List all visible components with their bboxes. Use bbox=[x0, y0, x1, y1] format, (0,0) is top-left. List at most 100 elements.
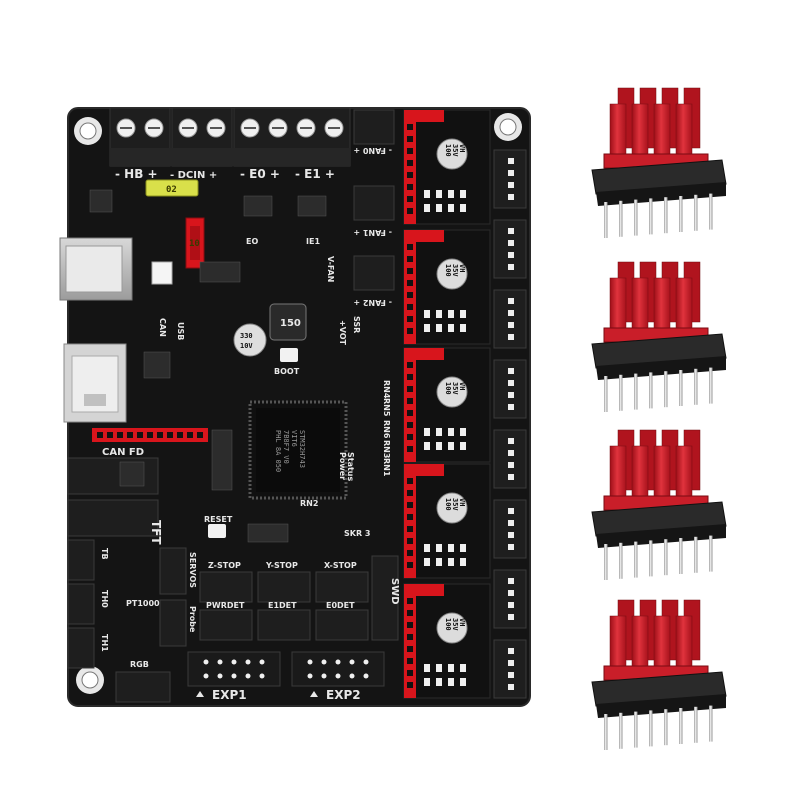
rn6-label: RN6 bbox=[382, 420, 391, 439]
fuse-small-value: 10 bbox=[189, 239, 200, 249]
tb-label: TB bbox=[100, 548, 109, 560]
motor-pin bbox=[508, 450, 514, 456]
driver-pin bbox=[664, 197, 668, 234]
driver-pin bbox=[619, 542, 623, 579]
driver-cap-text: 100 bbox=[444, 498, 452, 511]
driver-pin bbox=[424, 544, 430, 552]
driver-pin bbox=[424, 310, 430, 318]
driver-pin bbox=[634, 711, 638, 748]
driver-pin bbox=[424, 190, 430, 198]
driver-pin bbox=[709, 705, 713, 742]
fuse-value: 02 bbox=[166, 185, 177, 195]
driver-pin bbox=[694, 706, 698, 743]
main-cap-voltage: 10V bbox=[240, 342, 253, 350]
fan0-connector bbox=[353, 109, 395, 145]
ssr-silk: SSR bbox=[352, 316, 361, 333]
motor-pin bbox=[508, 602, 514, 608]
driver-header bbox=[596, 356, 726, 380]
motor-pin bbox=[508, 508, 514, 514]
driver-pin bbox=[679, 196, 683, 232]
driver-cap-text: VH bbox=[458, 618, 466, 626]
driver-pin bbox=[448, 204, 454, 212]
motor-pin bbox=[508, 684, 514, 690]
stop-connectors bbox=[199, 571, 369, 641]
driver-pin bbox=[460, 190, 466, 198]
driver-header bbox=[596, 182, 726, 206]
stepper-driver bbox=[591, 87, 727, 238]
driver-pin bbox=[709, 193, 713, 230]
status-silk: Status bbox=[346, 452, 355, 482]
driver-pin bbox=[664, 709, 668, 746]
motor-pin bbox=[508, 158, 514, 164]
stepper-driver bbox=[591, 429, 727, 580]
driver-pin bbox=[619, 200, 623, 237]
motor-pin bbox=[508, 252, 514, 258]
driver-pin bbox=[448, 190, 454, 198]
driver-pin bbox=[424, 324, 430, 332]
v-fan-silk: V-FAN bbox=[326, 256, 335, 282]
driver-cap-text: 35V bbox=[451, 498, 459, 511]
e0-label: - E0 + bbox=[240, 167, 280, 181]
can-fd-label: CAN FD bbox=[102, 447, 144, 458]
stepper-driver bbox=[591, 599, 727, 750]
servos-label: SERVOS bbox=[188, 552, 197, 588]
motor-pin bbox=[508, 298, 514, 304]
driver-header bbox=[596, 524, 726, 548]
driver-pin bbox=[649, 540, 653, 577]
motor-pin bbox=[508, 380, 514, 386]
rn2-label: RN2 bbox=[300, 499, 318, 508]
driver-pin bbox=[460, 324, 466, 332]
th0-label: TH0 bbox=[100, 590, 109, 608]
ie1-label: IE1 bbox=[306, 237, 320, 246]
exp1-label: EXP1 bbox=[212, 688, 247, 702]
hb-label: - HB + bbox=[115, 167, 158, 181]
driver-pin bbox=[619, 712, 623, 749]
inductor bbox=[269, 303, 307, 341]
servos-connector bbox=[159, 547, 187, 595]
driver-pin bbox=[694, 536, 698, 573]
motor-connectors bbox=[493, 149, 527, 699]
driver-pin bbox=[436, 558, 442, 566]
mcu-text-4: PHL 8A 050 bbox=[274, 430, 282, 472]
driver-pin bbox=[664, 371, 668, 408]
mcu-text-2: VIT6 bbox=[290, 430, 298, 447]
usb-silk: USB bbox=[176, 322, 185, 340]
mcu-text-1: STM32H743 bbox=[298, 430, 306, 468]
driver-pin bbox=[709, 367, 713, 404]
e1-label: - E1 + bbox=[295, 167, 335, 181]
main-capacitor bbox=[233, 323, 267, 357]
fuse bbox=[145, 179, 199, 197]
fan1-connector bbox=[353, 185, 395, 221]
driver-pin bbox=[460, 428, 466, 436]
z-stop-label: Z-STOP bbox=[208, 561, 241, 570]
ivot-silk: +VOT bbox=[338, 320, 347, 346]
exp2-label: EXP2 bbox=[326, 688, 361, 702]
stepper-drivers bbox=[591, 87, 727, 750]
power-silk: Power bbox=[338, 452, 347, 480]
driver-pin bbox=[448, 544, 454, 552]
probe-connector bbox=[159, 599, 187, 647]
driver-pin bbox=[424, 678, 430, 686]
driver-cap-text: VH bbox=[458, 498, 466, 506]
fan2-connector bbox=[353, 255, 395, 291]
reset-button bbox=[208, 524, 226, 538]
boot-label: BOOT bbox=[274, 367, 300, 376]
driver-pin bbox=[424, 558, 430, 566]
driver-pin bbox=[460, 678, 466, 686]
exp2-connector bbox=[291, 651, 385, 687]
driver-pin bbox=[436, 544, 442, 552]
driver-cap-text: VH bbox=[458, 382, 466, 390]
th1-label: TH1 bbox=[100, 634, 109, 652]
motor-pin bbox=[508, 438, 514, 444]
smd-components bbox=[89, 189, 327, 543]
motor-pin bbox=[508, 240, 514, 246]
driver-pin bbox=[460, 558, 466, 566]
swd-connector bbox=[371, 555, 399, 641]
driver-pin bbox=[424, 428, 430, 436]
